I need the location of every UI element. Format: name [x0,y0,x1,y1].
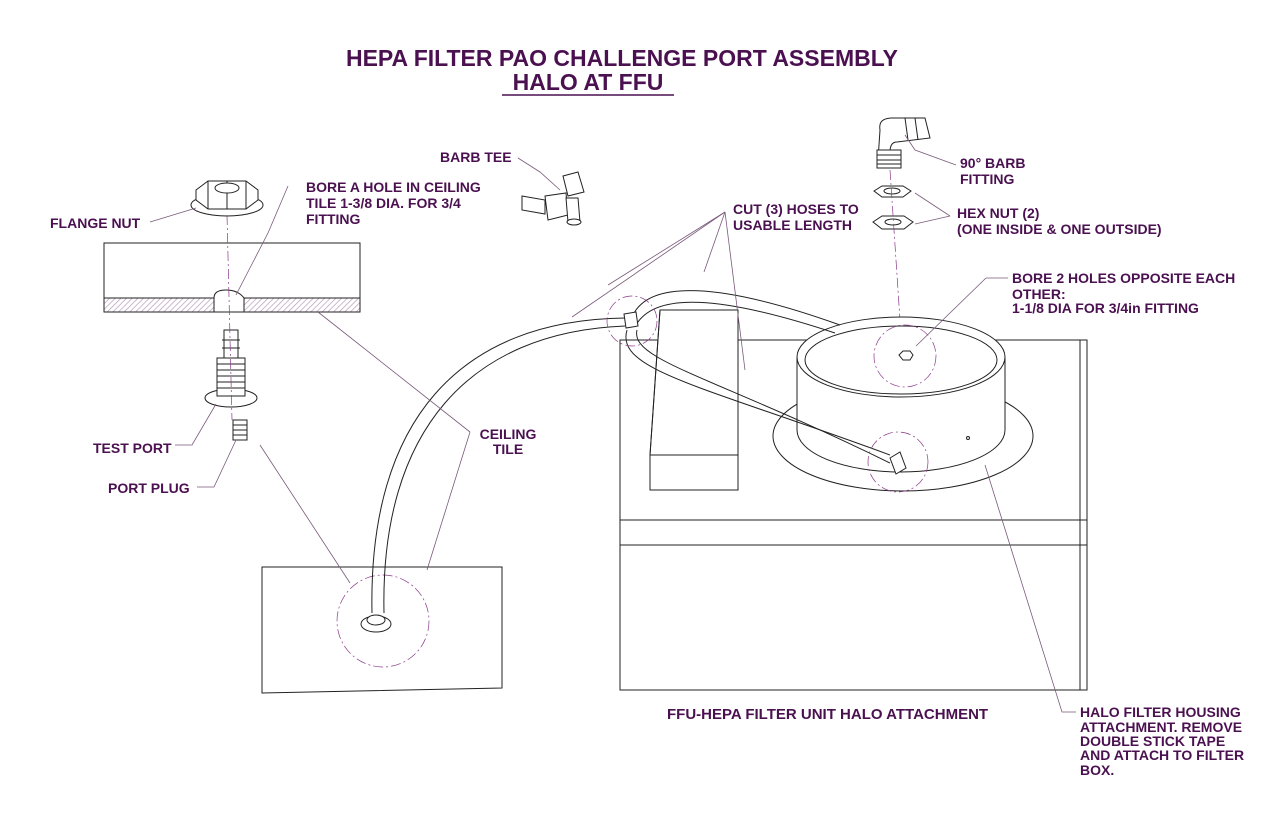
label-flange-nut: FLANGE NUT [50,215,141,231]
title-line-2: HALO AT FFU [513,69,664,95]
label-hex-nut-1: HEX NUT (2) [957,205,1039,221]
hex-nut-bottom [872,215,914,230]
label-bore-ceiling-2: TILE 1-3/8 DIA. FOR 3/4 [306,195,461,211]
fitting-detail-circle-top [873,324,937,388]
tile-leader-1 [259,444,351,584]
label-halo-housing-5: BOX. [1080,762,1114,778]
label-test-port: TEST PORT [93,440,172,456]
label-bore-holes-2: OTHER: [1012,286,1066,302]
tee-detail-circle [606,295,658,347]
test-port-part [204,329,258,408]
leader-lines [149,134,1076,713]
label-bore-ceiling-3: FITTING [306,211,361,227]
label-ffu-caption: FFU-HEPA FILTER UNIT HALO ATTACHMENT [667,706,988,723]
halo-ring [772,316,1034,492]
label-cut-hoses-1: CUT (3) HOSES TO [733,201,859,217]
halo-side-block [649,309,739,491]
barb-90-part [876,117,931,169]
label-halo-housing-2: ATTACHMENT. REMOVE [1080,719,1242,735]
label-ceiling-tile-1: CEILING [480,426,537,442]
label-port-plug: PORT PLUG [108,480,190,496]
label-ceiling-tile-2: TILE [493,441,523,457]
ceiling-tile-section [103,242,361,313]
label-bore-holes-3: 1-1/8 DIA FOR 3/4in FITTING [1012,300,1199,316]
fitting-detail-circle-bottom [867,431,929,493]
title-line-1: HEPA FILTER PAO CHALLENGE PORT ASSEMBLY [346,45,898,71]
ceiling-tile-plate [261,566,503,694]
barb-tee-part [521,171,585,226]
label-halo-housing-4: AND ATTACH TO FILTER [1080,747,1244,763]
port-plug-part [232,419,248,441]
hose-loop-top [632,290,841,326]
flange-nut-part [190,180,264,217]
label-barb-tee: BARB TEE [440,149,512,165]
label-hex-nut-2: (ONE INSIDE & ONE OUTSIDE) [957,221,1162,237]
hex-nut-top [873,185,912,198]
label-barb-90-1: 90° BARB [960,155,1026,171]
assembly-centerline [226,214,233,421]
label-bore-holes-1: BORE 2 HOLES OPPOSITE EACH [1012,270,1235,286]
hose-to-ceiling [371,317,626,614]
label-halo-housing-1: HALO FILTER HOUSING [1080,704,1241,720]
label-bore-ceiling-1: BORE A HOLE IN CEILING [306,179,481,195]
label-halo-housing-3: DOUBLE STICK TAPE [1080,733,1225,749]
label-barb-90-2: FITTING [960,171,1015,187]
label-cut-hoses-2: USABLE LENGTH [733,217,852,233]
